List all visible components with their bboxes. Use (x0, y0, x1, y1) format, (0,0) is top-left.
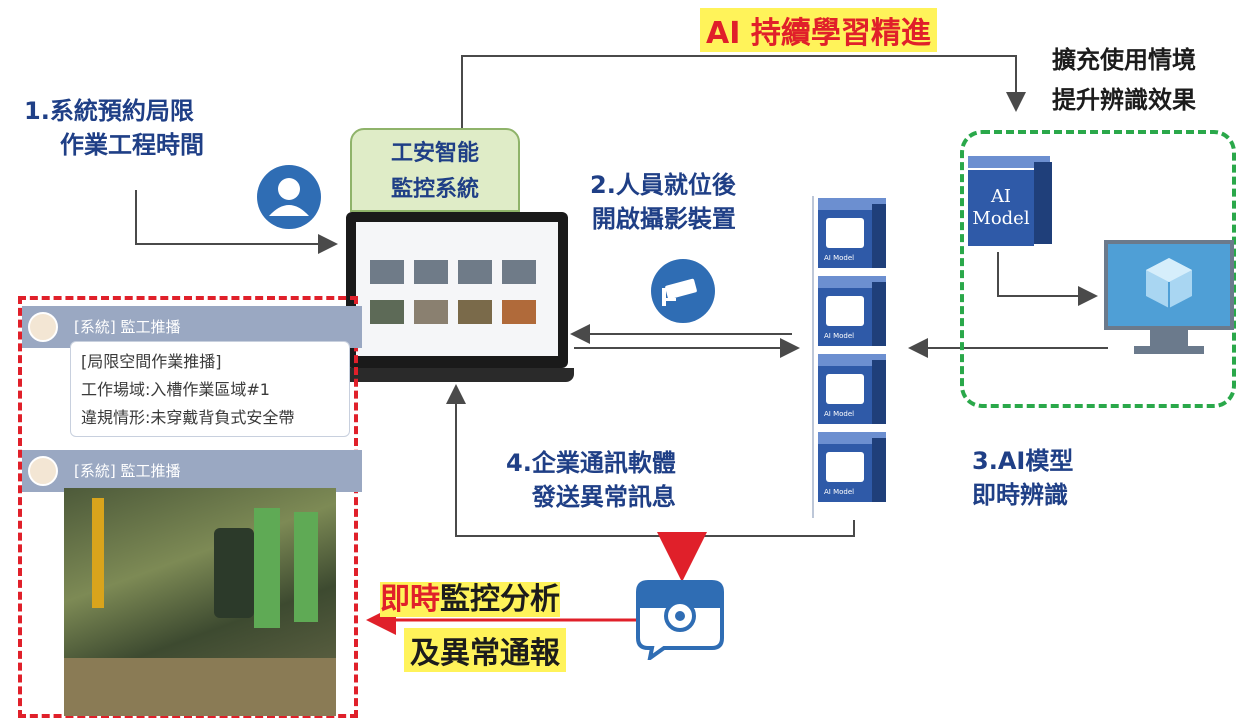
ai-model-cube-line2: Model (972, 208, 1030, 229)
ai-model-cube: AI Model (968, 170, 1034, 246)
step3-line2: 即時辨識 (972, 481, 1068, 509)
system-line1: 工安智能 (390, 141, 479, 166)
expand-note: 擴充使用情境 提升辨識效果 (1052, 40, 1196, 120)
arrow-learning-loop (461, 55, 1026, 128)
caption-monitor: 監控分析 (440, 582, 560, 617)
user-icon (257, 165, 321, 229)
learning-banner: AI 持續學習精進 (700, 8, 937, 52)
chat-sender-1: [系統] 監工推播 (74, 318, 181, 336)
expand-note-line1: 擴充使用情境 (1052, 46, 1196, 74)
alert-message: [局限空間作業推播] 工作場域:入槽作業區域#1 違規情形:未穿戴背負式安全帶 (70, 341, 350, 437)
arrow-step1 (135, 190, 338, 254)
fall-icon (826, 374, 864, 404)
expand-note-line2: 提升辨識效果 (1052, 86, 1196, 114)
msg-line1: [局限空間作業推播] (81, 352, 222, 371)
cube-label-2: AI Model (824, 332, 855, 340)
step2-line1: 2.人員就位後 (590, 171, 736, 199)
step4-line1: 4.企業通訊軟體 (506, 449, 676, 477)
monitor-foot (1134, 346, 1204, 354)
cube-label-4: AI Model (824, 488, 855, 496)
avatar (28, 312, 58, 342)
ai-model-stack (812, 196, 898, 518)
cube-label-1: AI Model (824, 254, 855, 262)
system-line2: 監控系統 (390, 177, 479, 202)
step3-line1: 3.AI模型 (972, 447, 1074, 475)
manhole-icon (826, 452, 864, 482)
cube-label-3: AI Model (824, 410, 855, 418)
vest-icon (826, 296, 864, 326)
caption-line2: 及異常通報 (404, 628, 566, 672)
monitoring-system-box: 工安智能 監控系統 (350, 128, 520, 212)
laptop-display (356, 222, 558, 356)
step3-label: 3.AI模型 即時辨識 (972, 444, 1073, 512)
avatar (28, 456, 58, 486)
msg-line3: 違規情形:未穿戴背負式安全帶 (81, 408, 295, 427)
caption-realtime: 即時 (380, 582, 440, 617)
site-photo (64, 488, 336, 716)
messenger-app-icon (636, 580, 724, 660)
ai-model-frame (960, 130, 1236, 408)
arrow-model-to-monitor (997, 252, 1098, 306)
chat-sender-2: [系統] 監工推播 (74, 462, 181, 480)
step2-label: 2.人員就位後 開啟攝影裝置 (590, 168, 736, 236)
realtime-caption: 即時監控分析 (380, 574, 560, 618)
step2-line2: 開啟攝影裝置 (591, 205, 736, 233)
arrow-alert-loop (446, 384, 855, 537)
camera-icon (651, 259, 715, 323)
laptop-base (340, 368, 574, 382)
step1-line1: 1.系統預約局限 (24, 97, 194, 125)
vision-cube-icon (1146, 258, 1192, 308)
step1-line2: 作業工程時間 (60, 131, 204, 159)
step4-label: 4.企業通訊軟體 發送異常訊息 (506, 446, 676, 514)
step4-line2: 發送異常訊息 (531, 483, 676, 511)
step1-label: 1.系統預約局限 作業工程時間 (24, 94, 204, 162)
monitor-stand (1150, 330, 1188, 348)
ai-model-cube-line1: AI (990, 186, 1012, 207)
monitor-icon (1104, 240, 1234, 330)
chat-header-2: [系統] 監工推播 (22, 450, 362, 492)
msg-line2: 工作場域:入槽作業區域#1 (81, 380, 270, 399)
helmet-icon (826, 218, 864, 248)
